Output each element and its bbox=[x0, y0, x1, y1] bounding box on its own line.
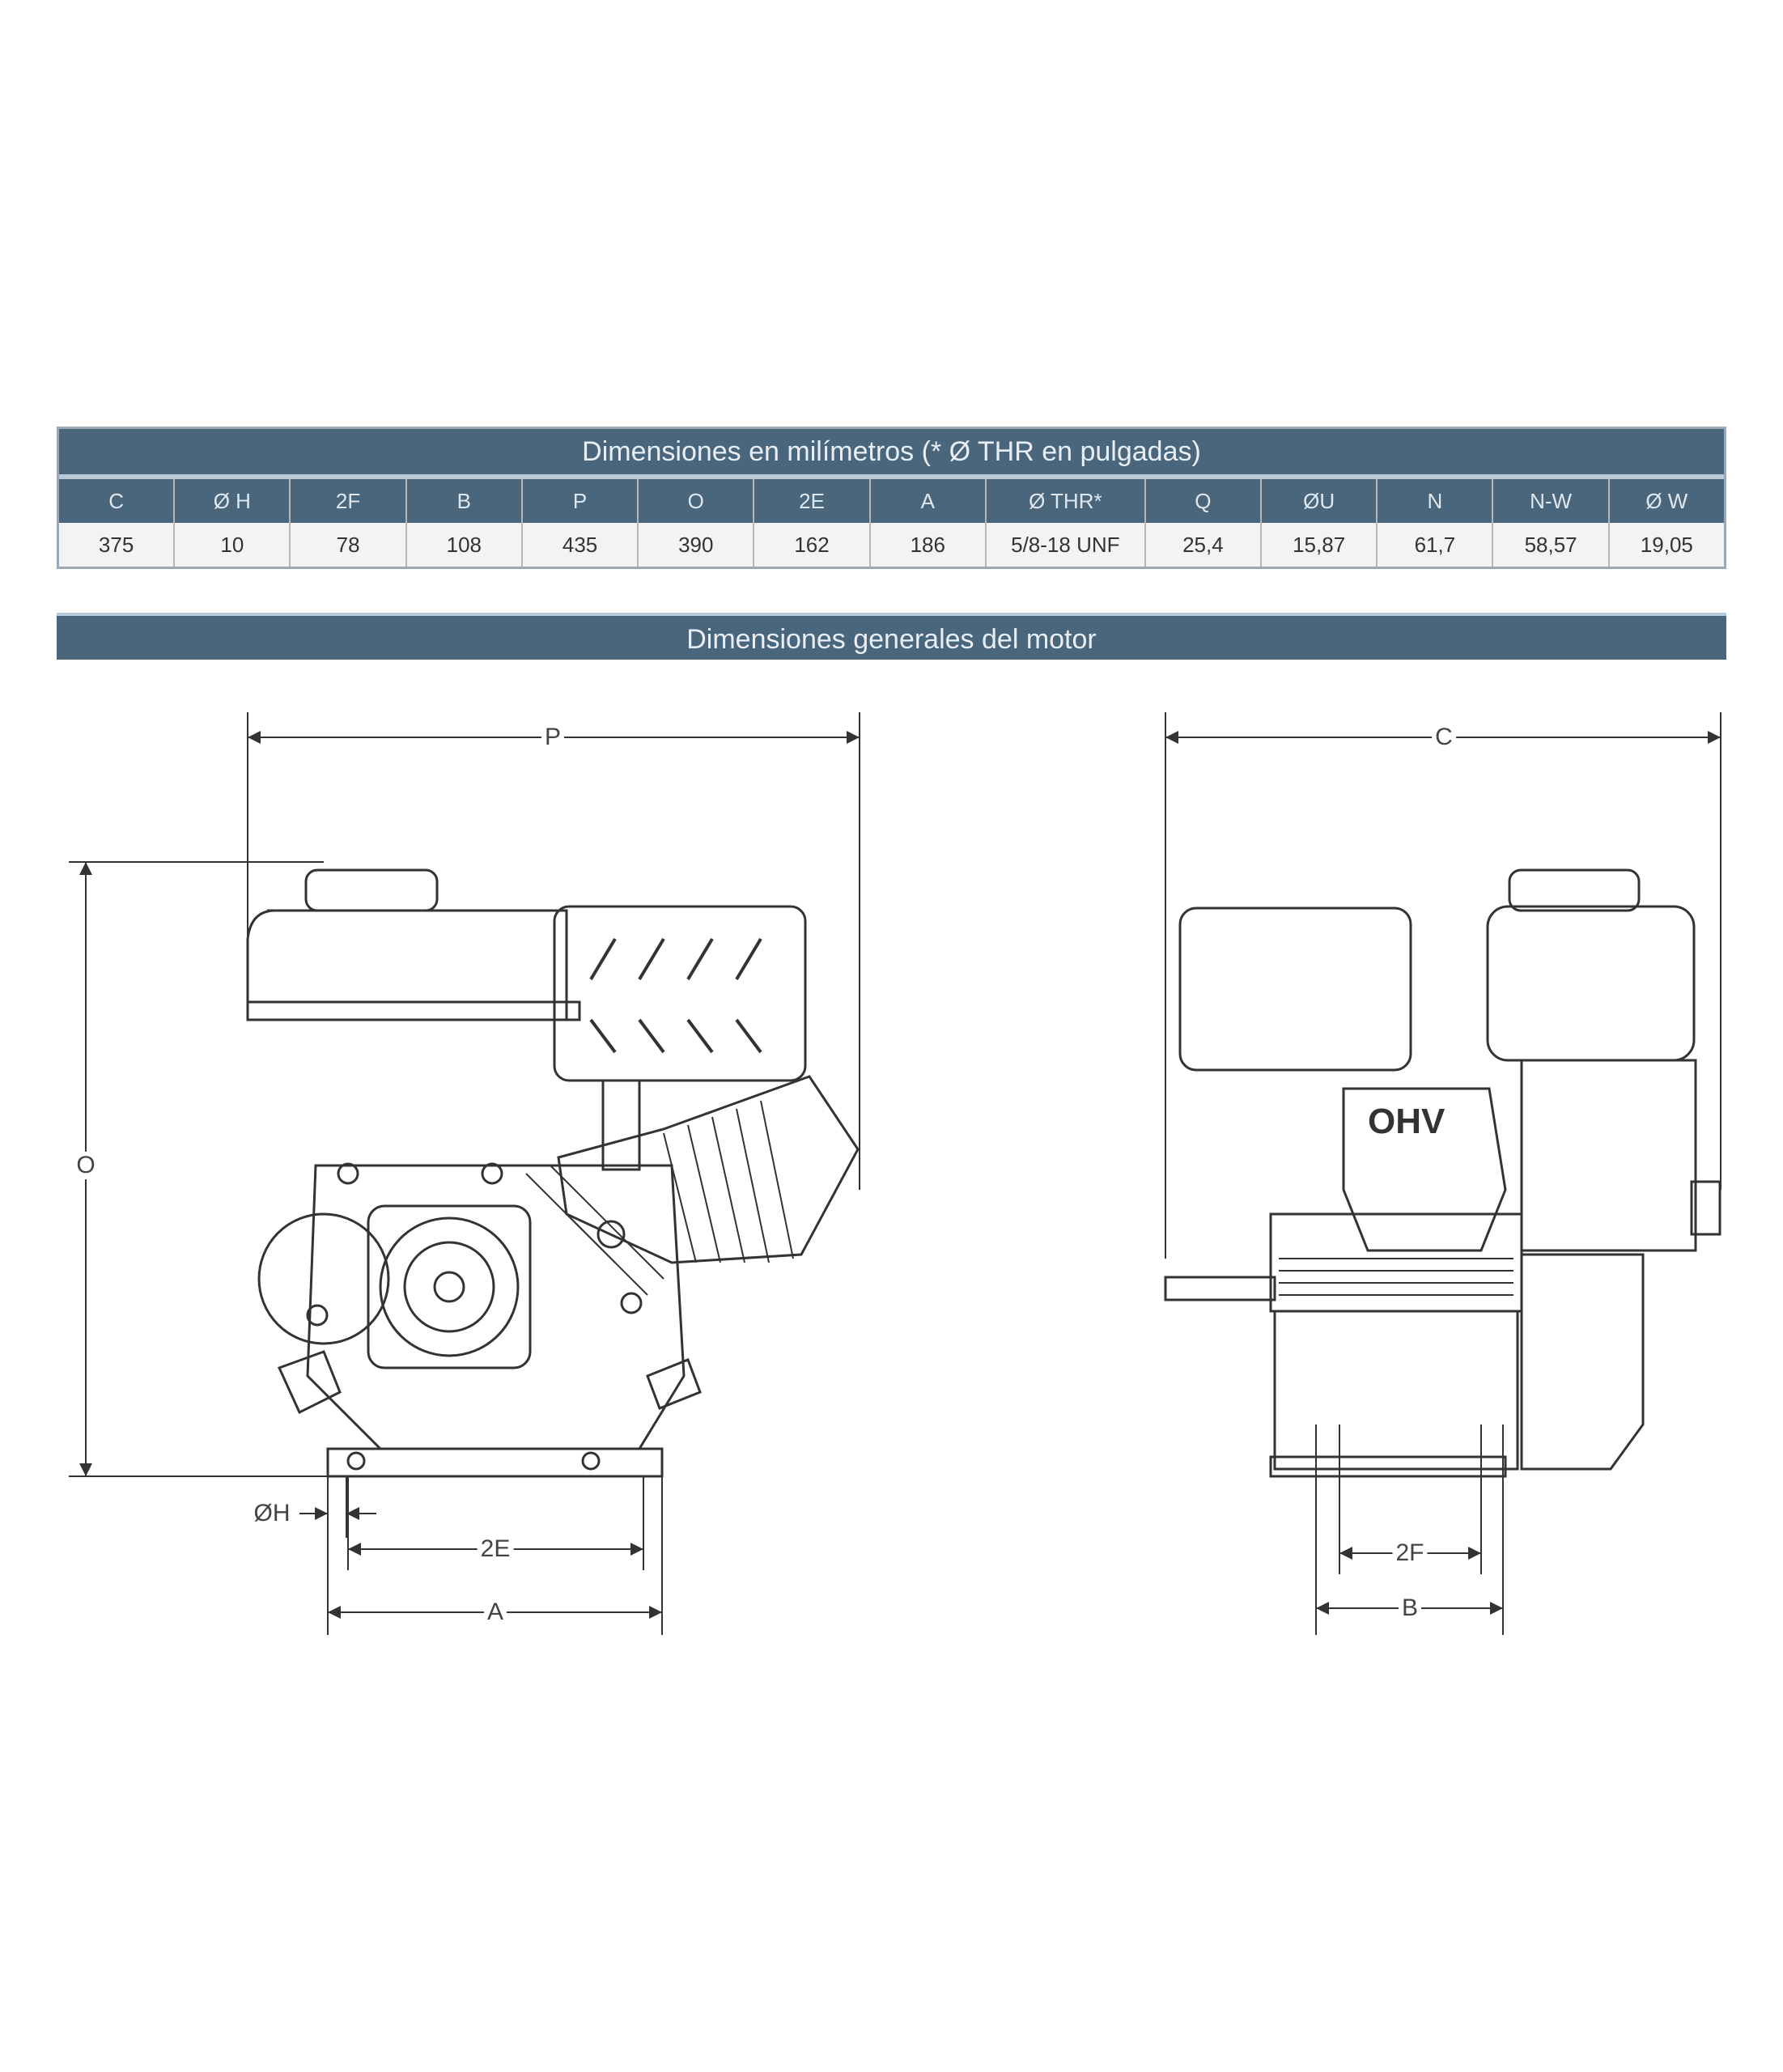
table-cell: 78 bbox=[291, 523, 407, 567]
dimension-label-b: B bbox=[1398, 1594, 1422, 1622]
dimension-lines-side bbox=[1165, 712, 1721, 1635]
dimension-label-o: O bbox=[73, 1152, 99, 1179]
engine-front-view bbox=[246, 868, 860, 1478]
table-header-cell: 2F bbox=[291, 479, 407, 523]
table-cell: 390 bbox=[639, 523, 755, 567]
dimension-label-2e: 2E bbox=[477, 1535, 514, 1563]
table-cell: 15,87 bbox=[1262, 523, 1378, 567]
table-cell: 10 bbox=[175, 523, 291, 567]
engine-side-view: OHV bbox=[1164, 868, 1721, 1478]
dimension-label-h: ØH bbox=[250, 1500, 294, 1527]
table-cell: 435 bbox=[523, 523, 639, 567]
table-cell: 5/8-18 UNF bbox=[987, 523, 1146, 567]
table-cell: 108 bbox=[407, 523, 523, 567]
drawing-title: Dimensiones generales del motor bbox=[57, 613, 1726, 660]
table-cell: 58,57 bbox=[1493, 523, 1610, 567]
dimension-label-a: A bbox=[483, 1599, 507, 1626]
ohv-badge: OHV bbox=[1368, 1102, 1446, 1141]
table-header-cell: N bbox=[1378, 479, 1494, 523]
table-cell: 375 bbox=[59, 523, 176, 567]
dimension-label-2f: 2F bbox=[1392, 1539, 1428, 1567]
table-header-cell: Ø H bbox=[175, 479, 291, 523]
table-cell: 61,7 bbox=[1378, 523, 1494, 567]
table-header-cell: Ø THR* bbox=[987, 479, 1146, 523]
table-cell: 19,05 bbox=[1640, 532, 1693, 557]
table-title: Dimensiones en milímetros (* Ø THR en pu… bbox=[59, 429, 1724, 474]
dimensions-table: Dimensiones en milímetros (* Ø THR en pu… bbox=[57, 427, 1726, 569]
dimension-lines-front bbox=[69, 712, 860, 1635]
table-header-cell: ØU bbox=[1262, 479, 1378, 523]
table-cell: 186 bbox=[871, 523, 987, 567]
dimension-label-p: P bbox=[541, 724, 565, 751]
divider bbox=[59, 474, 1724, 479]
table-cell: 162 bbox=[754, 523, 871, 567]
table-header-cell: C bbox=[59, 479, 176, 523]
table-header-cell: A bbox=[871, 479, 987, 523]
dimension-label-c: C bbox=[1432, 724, 1456, 751]
table-header-cell: 2E bbox=[754, 479, 871, 523]
table-header-cell: O bbox=[639, 479, 755, 523]
table-header-cell: B bbox=[407, 479, 523, 523]
table-header-cell: N-W bbox=[1493, 479, 1610, 523]
table-header-cell: Ø W bbox=[1645, 488, 1688, 513]
table-header-cell: P bbox=[523, 479, 639, 523]
table-cell: 25,4 bbox=[1146, 523, 1263, 567]
table-header-cell: Q bbox=[1146, 479, 1263, 523]
